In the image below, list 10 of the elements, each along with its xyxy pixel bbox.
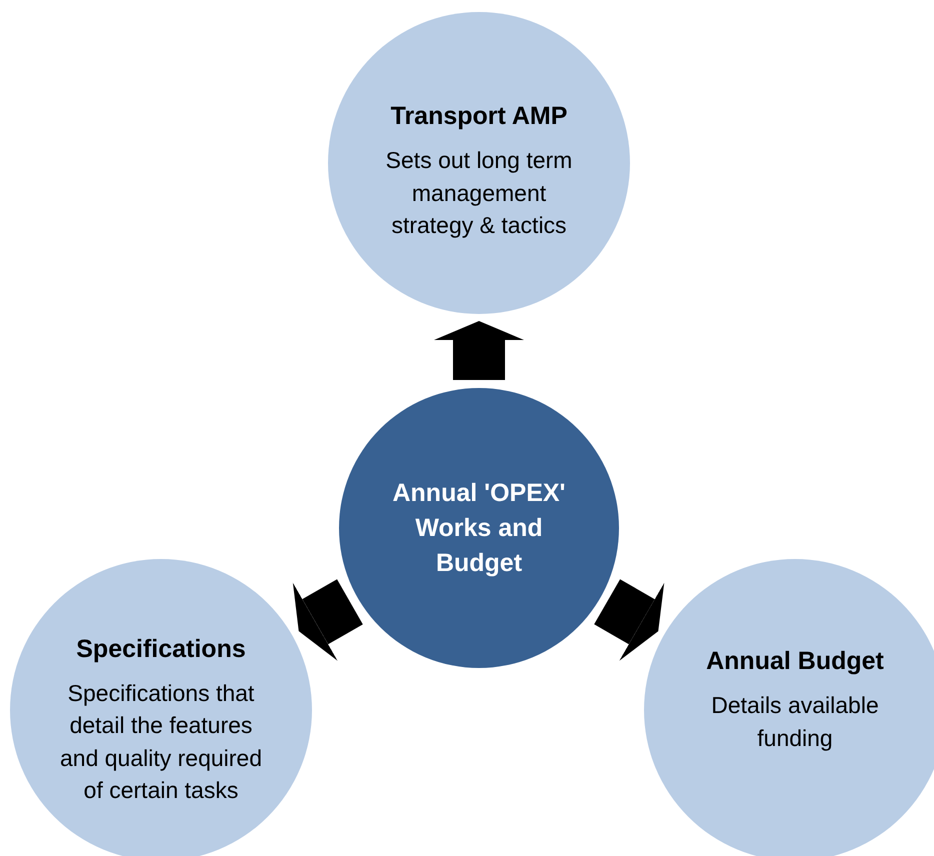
hub-title: Annual 'OPEX' Works and Budget <box>391 478 567 578</box>
circle-description: Sets out long term management strategy & tactics <box>384 146 574 240</box>
circle-heading: Annual Budget <box>706 646 884 678</box>
circle-description: Specifications that detail the features and quality required of certain tasks <box>58 679 264 805</box>
circle-heading: Transport AMP <box>390 101 568 132</box>
circle-description: Details available funding <box>710 691 880 753</box>
block-arrow <box>594 579 664 661</box>
block-arrow <box>292 579 363 661</box>
circle-heading: Specifications <box>76 634 246 665</box>
block-arrow <box>434 321 524 380</box>
